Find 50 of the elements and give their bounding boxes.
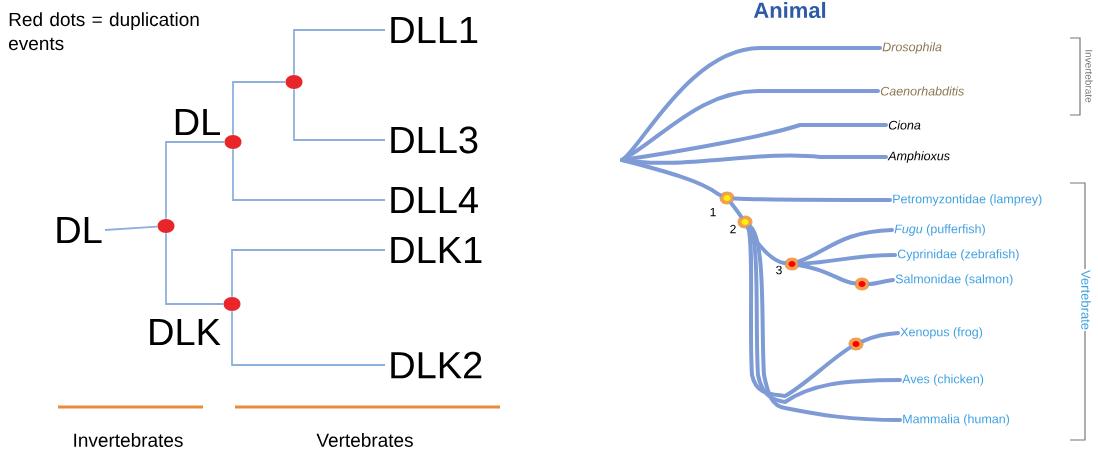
duplication-dot [157,219,175,233]
tree-branch [293,29,386,76]
species-label: Xenopus (frog) [900,327,983,339]
tree-branch [860,331,900,344]
callout-number: 3 [776,265,782,275]
tree-branch [231,249,386,298]
tree-label: DLK1 [391,236,482,264]
node-label: DLK [150,318,221,346]
duplication-dot [854,277,870,291]
tree-branch [729,201,743,219]
species-label: Ciona [888,120,921,130]
species-label: Drosophila [882,42,942,54]
callout-number: 1 [710,207,716,217]
tree-branch [231,310,386,366]
tree-branch [165,141,226,220]
tree-branch [797,228,894,264]
tree-branch [165,232,225,305]
species-label: Petromyzontidae (lamprey) [893,194,1042,206]
node-label: DL [175,108,220,136]
tree-label: DL [57,216,102,244]
tree-label: DLL3 [391,126,478,154]
species-label: Mammalia (human) [903,414,1010,426]
bracket-label: Invertebrate [1084,48,1094,104]
tree-branch [293,88,386,141]
tree-branch [232,81,287,136]
species-label: Aves (chicken) [902,374,984,386]
tree-branch [797,263,857,286]
species-label: Caenorhabditis [880,86,964,96]
species-label: Cyprinidae (zebrafish) [897,249,1019,261]
tree-branch [867,278,895,286]
species-label: Salmonidae (salmon) [895,274,1013,286]
bracket-label: Vertebrate [1080,269,1092,331]
species-label: Fugu (pufferfish) [894,224,985,236]
tree-branch [232,148,386,201]
title: Animal [753,1,826,19]
group-label: Invertebrates [74,433,183,447]
group-label: Vertebrates [316,433,413,447]
note: Red dots = duplication events [9,12,199,51]
tree-branch [797,253,897,266]
duplication-dot [848,337,864,351]
species-label: Amphioxus [887,151,950,163]
tree-label: DLK2 [391,351,482,379]
tree-branch [620,158,723,197]
tree-label: DLL1 [391,16,478,44]
duplication-dot [285,75,303,89]
tree-branch [746,226,852,398]
tree-label: DLL4 [391,186,478,214]
tree-branch [732,196,892,202]
callout-number: 2 [730,224,736,234]
tree-branch [104,225,159,231]
